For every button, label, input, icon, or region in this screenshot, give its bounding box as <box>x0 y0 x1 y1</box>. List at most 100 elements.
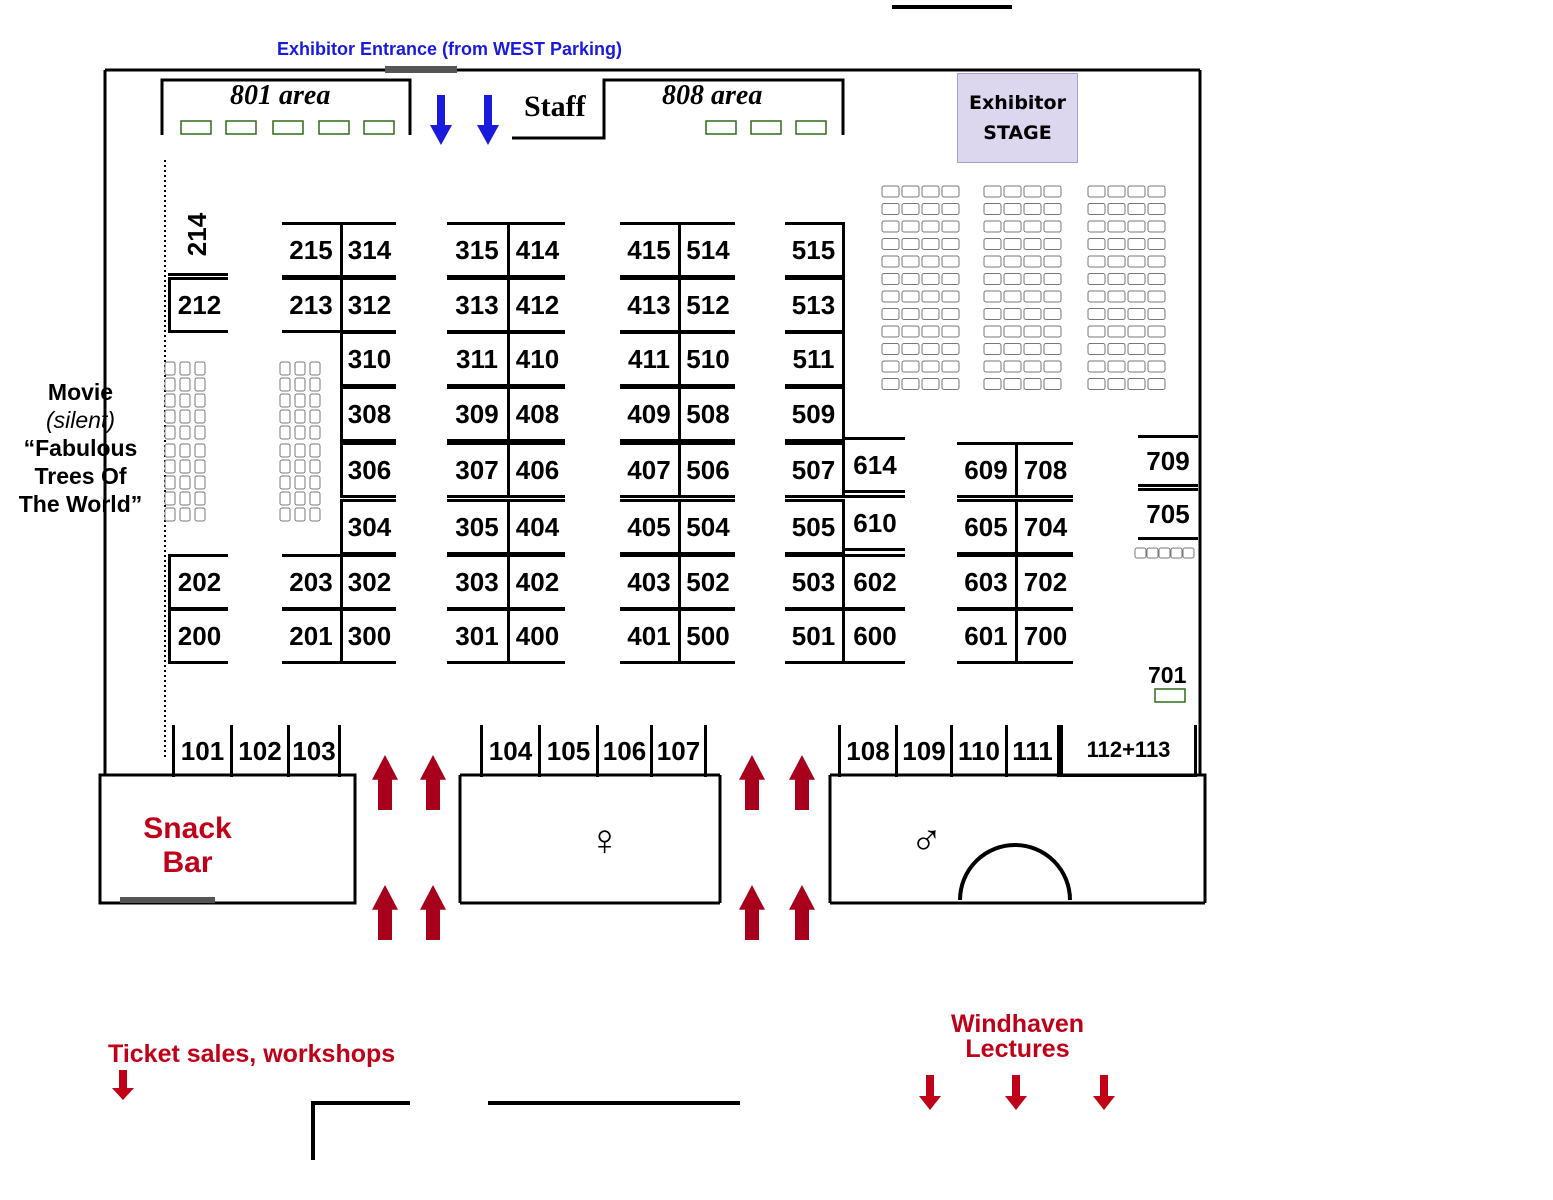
booth-315[interactable]: 315 <box>447 222 507 278</box>
booth-414[interactable]: 414 <box>507 222 565 278</box>
booth-511[interactable]: 511 <box>785 331 845 387</box>
audience-seat <box>983 343 1002 355</box>
booth-303[interactable]: 303 <box>447 554 507 610</box>
booth-308[interactable]: 308 <box>340 386 396 442</box>
booth-306[interactable]: 306 <box>340 442 396 498</box>
audience-seat <box>1087 220 1106 233</box>
booth-602[interactable]: 602 <box>845 554 905 610</box>
booth-103[interactable]: 103 <box>287 725 341 777</box>
exhibitor-stage[interactable]: Exhibitor STAGE <box>957 73 1078 163</box>
booth-314[interactable]: 314 <box>340 222 396 278</box>
booth-202[interactable]: 202 <box>168 554 228 610</box>
booth-609[interactable]: 609 <box>957 442 1015 498</box>
booth-410[interactable]: 410 <box>507 331 565 387</box>
booth-501[interactable]: 501 <box>785 608 845 664</box>
booth-215[interactable]: 215 <box>282 222 340 278</box>
booth-403[interactable]: 403 <box>620 554 678 610</box>
audience-seat <box>901 203 920 215</box>
booth-312[interactable]: 312 <box>340 277 396 333</box>
audience-seat <box>1107 185 1126 198</box>
booth-400[interactable]: 400 <box>507 608 565 664</box>
audience-seat <box>1003 378 1022 390</box>
booth-702[interactable]: 702 <box>1015 554 1073 610</box>
booth-704[interactable]: 704 <box>1015 499 1073 555</box>
booth-411[interactable]: 411 <box>620 331 678 387</box>
booth-111[interactable]: 111 <box>1005 725 1060 777</box>
booth-305[interactable]: 305 <box>447 499 507 555</box>
booth-708[interactable]: 708 <box>1015 442 1073 498</box>
booth-515[interactable]: 515 <box>785 222 845 278</box>
booth-508[interactable]: 508 <box>678 386 735 442</box>
booth-601[interactable]: 601 <box>957 608 1015 664</box>
table <box>272 120 304 135</box>
booth-102[interactable]: 102 <box>230 725 287 777</box>
booth-605[interactable]: 605 <box>957 499 1015 555</box>
booth-408[interactable]: 408 <box>507 386 565 442</box>
booth-705[interactable]: 705 <box>1138 488 1198 540</box>
booth-313[interactable]: 313 <box>447 277 507 333</box>
booth-110[interactable]: 110 <box>950 725 1005 777</box>
audience-seat <box>1087 378 1106 390</box>
booth-412[interactable]: 412 <box>507 277 565 333</box>
booth-502[interactable]: 502 <box>678 554 735 610</box>
movie-seat <box>179 459 191 474</box>
booth-404[interactable]: 404 <box>507 499 565 555</box>
booth-201[interactable]: 201 <box>282 608 340 664</box>
booth-701[interactable]: 701 <box>1148 662 1187 688</box>
booth-507[interactable]: 507 <box>785 442 845 498</box>
booth-406[interactable]: 406 <box>507 442 565 498</box>
movie-seat <box>194 491 206 506</box>
booth-311[interactable]: 311 <box>447 331 507 387</box>
audience-seat <box>901 238 920 250</box>
booth-513[interactable]: 513 <box>785 277 845 333</box>
booth-310[interactable]: 310 <box>340 331 396 387</box>
booth-212[interactable]: 212 <box>168 277 228 333</box>
booth-101[interactable]: 101 <box>172 725 230 777</box>
booth-503[interactable]: 503 <box>785 554 845 610</box>
booth-307[interactable]: 307 <box>447 442 507 498</box>
booth-510[interactable]: 510 <box>678 331 735 387</box>
booth-109[interactable]: 109 <box>895 725 950 777</box>
booth-600[interactable]: 600 <box>845 608 905 664</box>
booth-203[interactable]: 203 <box>282 554 340 610</box>
booth-104[interactable]: 104 <box>480 725 538 777</box>
booth-213[interactable]: 213 <box>282 277 340 333</box>
booth-300[interactable]: 300 <box>340 608 396 664</box>
booth-405[interactable]: 405 <box>620 499 678 555</box>
booth-407[interactable]: 407 <box>620 442 678 498</box>
movie-seat <box>194 443 206 458</box>
booth-309[interactable]: 309 <box>447 386 507 442</box>
booth-413[interactable]: 413 <box>620 277 678 333</box>
booth-610[interactable]: 610 <box>845 495 905 551</box>
booth-415[interactable]: 415 <box>620 222 678 278</box>
booth-107[interactable]: 107 <box>650 725 707 777</box>
booth-301[interactable]: 301 <box>447 608 507 664</box>
booth-509[interactable]: 509 <box>785 386 845 442</box>
booth-112-113[interactable]: 112+113 <box>1060 725 1197 777</box>
booth-214[interactable]: 214 <box>168 196 228 276</box>
booth-106[interactable]: 106 <box>596 725 650 777</box>
booth-512[interactable]: 512 <box>678 277 735 333</box>
audience-seat <box>983 238 1002 250</box>
movie-seat <box>279 409 291 424</box>
booth-409[interactable]: 409 <box>620 386 678 442</box>
booth-504[interactable]: 504 <box>678 499 735 555</box>
audience-seat <box>983 325 1002 338</box>
booth-402[interactable]: 402 <box>507 554 565 610</box>
booth-500[interactable]: 500 <box>678 608 735 664</box>
booth-302[interactable]: 302 <box>340 554 396 610</box>
booth-401[interactable]: 401 <box>620 608 678 664</box>
booth-506[interactable]: 506 <box>678 442 735 498</box>
audience-seat <box>1147 185 1166 198</box>
booth-700[interactable]: 700 <box>1015 608 1073 664</box>
booth-603[interactable]: 603 <box>957 554 1015 610</box>
booth-709[interactable]: 709 <box>1138 435 1198 487</box>
booth-614[interactable]: 614 <box>845 437 905 493</box>
audience-seat <box>1003 255 1022 268</box>
booth-108[interactable]: 108 <box>838 725 895 777</box>
booth-304[interactable]: 304 <box>340 499 396 555</box>
booth-505[interactable]: 505 <box>785 499 845 555</box>
booth-200[interactable]: 200 <box>168 608 228 664</box>
booth-514[interactable]: 514 <box>678 222 735 278</box>
booth-105[interactable]: 105 <box>538 725 596 777</box>
